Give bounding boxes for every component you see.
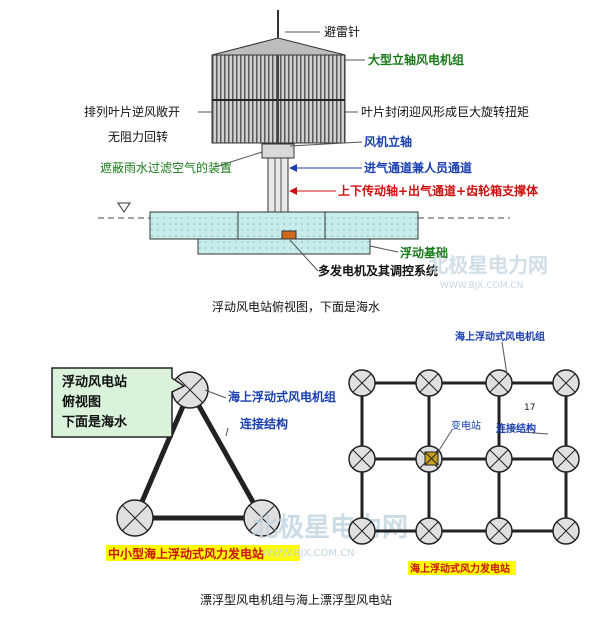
- callout-line-1: 浮动风电站: [62, 374, 127, 390]
- callout-line-2: 俯视图: [62, 394, 101, 410]
- generators-label: 多发电机及其调控系统: [318, 263, 438, 278]
- turbine-icon: [552, 445, 580, 473]
- watermark-brand-top: 北极星电力网: [428, 253, 548, 277]
- turbine-icon: [485, 369, 513, 397]
- turbine-icon: [415, 517, 443, 545]
- turbine-icon: [348, 445, 376, 473]
- right-substation-label: 变电站: [451, 419, 481, 432]
- floating-base-label: 浮动基础: [400, 245, 448, 260]
- watermark-url-bottom: WWW.BJX.COM.CN: [262, 548, 355, 559]
- right-connect-label: 连接结构: [496, 422, 536, 435]
- bottom-caption: 漂浮型风电机组与海上漂浮型风电站: [200, 592, 392, 607]
- rain-filter-label: 遮蔽雨水过滤空气的装置: [100, 160, 232, 175]
- right-number: 17: [524, 403, 535, 413]
- turbine-icon: [485, 445, 513, 473]
- turbine-icon: [348, 369, 376, 397]
- generator-box: [281, 230, 297, 240]
- transmission-label: 上下传动轴+出气通道+齿轮箱支撑体: [338, 183, 539, 198]
- turbine-icon: [415, 369, 443, 397]
- turbine-icon: [116, 499, 154, 537]
- floating-base-lower: [197, 238, 371, 255]
- lightning-rod-label: 避雷针: [324, 24, 360, 39]
- vertical-axis-group-label: 大型立轴风电机组: [368, 52, 464, 67]
- left-title: 中小型海上浮动式风力发电站: [108, 546, 264, 561]
- turbine-icon: [552, 517, 580, 545]
- turbine-icon: [552, 369, 580, 397]
- callout-box: [51, 367, 186, 438]
- blades-open-label: 排列叶片逆风敞开: [84, 104, 180, 119]
- callout-line-3: 下面是海水: [62, 414, 128, 430]
- left-connect-label: 连接结构: [240, 416, 288, 431]
- left-title-highlight: [106, 545, 300, 561]
- right-turbine-label: 海上浮动式风电机组: [455, 330, 545, 343]
- turbine-icon: [243, 499, 281, 537]
- turbine-icon: [348, 517, 376, 545]
- water-level-icon: [117, 202, 131, 213]
- turbine-cap: [211, 37, 346, 56]
- turbine-diagram: [98, 10, 510, 272]
- top-caption: 浮动风电站俯视图，下面是海水: [212, 299, 380, 314]
- turbine-icon: [171, 371, 209, 409]
- rain-filter-device: [261, 143, 295, 159]
- no-resistance-label: 无阻力回转: [108, 129, 168, 144]
- triangle-station-diagram: [51, 367, 281, 537]
- watermark-brand-bottom: 北极星电力网: [252, 513, 408, 543]
- vertical-shaft-label: 风机立轴: [364, 134, 412, 149]
- turbine-icon: [485, 517, 513, 545]
- blades-closed-label: 叶片封闭迎风形成巨大旋转扭矩: [361, 104, 529, 119]
- watermark-url-top: WWW.BJX.COM.CN: [440, 281, 523, 291]
- right-title-highlight: [408, 561, 516, 575]
- intake-channel-label: 进气通道兼人员通道: [364, 160, 472, 175]
- right-title: 海上浮动式风力发电站: [410, 562, 510, 575]
- left-turbine-label: 海上浮动式风电机组: [228, 389, 336, 404]
